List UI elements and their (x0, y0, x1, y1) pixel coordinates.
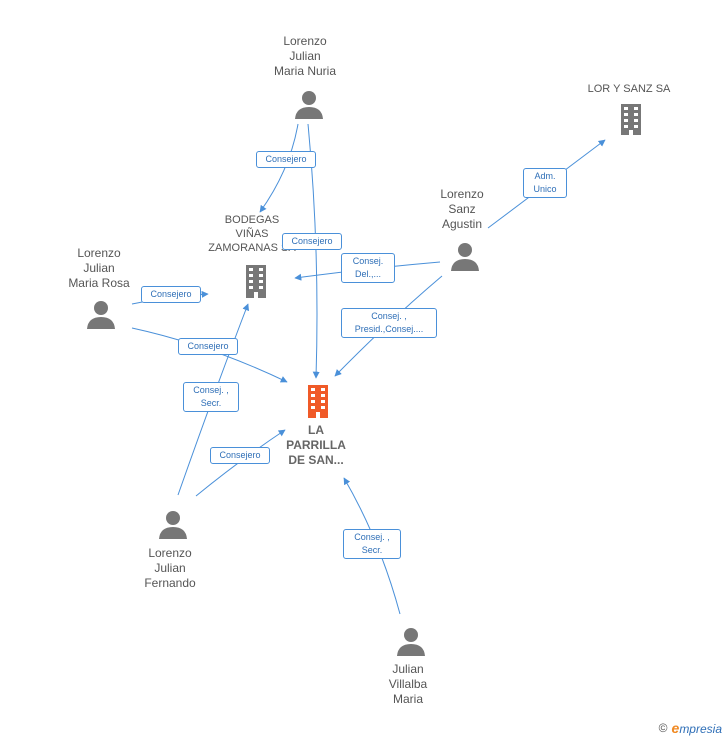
person-icon[interactable] (86, 300, 116, 330)
edge-label-line: Adm. (534, 171, 556, 181)
edge-rosa-parrilla (131, 327, 288, 383)
edge-label-rosa-parrilla[interactable]: Consejero (178, 338, 238, 355)
node-label-line: Lorenzo (283, 34, 327, 48)
person-icon[interactable] (158, 510, 188, 540)
node-label-line: Julian (154, 561, 186, 575)
edge-label-line: Consej. , (354, 532, 390, 542)
node-label-line: Julian (289, 49, 321, 63)
node-label-line: Lorenzo (440, 187, 484, 201)
edge-label-line: Consej. , (371, 311, 407, 321)
node-label-line: Fernando (144, 576, 196, 590)
edge-label-fernando-bodegas[interactable]: Consej. , Secr. (183, 382, 239, 412)
node-lorenzo-julian-maria-nuria[interactable]: Lorenzo Julian Maria Nuria (255, 34, 355, 79)
brand-name: empresia (672, 720, 722, 736)
node-lorenzo-sanz-agustin[interactable]: Lorenzo Sanz Agustin (412, 187, 512, 232)
node-label-line: Sanz (448, 202, 476, 216)
node-la-parrilla[interactable]: LA PARRILLA DE SAN... (270, 423, 362, 468)
main-company-building-icon[interactable] (302, 384, 334, 418)
edge-label-agustin-lorysanz[interactable]: Adm. Unico (523, 168, 567, 198)
edge-label-line: Consej. (352, 256, 384, 266)
node-label-line: Villalba (388, 677, 428, 691)
brand-name-first: e (671, 720, 680, 736)
person-icon[interactable] (450, 242, 480, 272)
node-label-line: VIÑAS (235, 228, 269, 240)
building-icon[interactable] (240, 264, 272, 298)
node-label-line: DE SAN... (288, 453, 344, 467)
edge-label-agustin-parrilla[interactable]: Consej. , Presid.,Consej.... (341, 308, 437, 338)
node-label-line: Maria (392, 692, 423, 706)
node-label-line: ZAMORANAS SA (208, 242, 296, 254)
brand-name-rest: mpresia (679, 722, 722, 736)
building-icon[interactable] (615, 103, 647, 135)
node-lor-y-sanz-sa[interactable]: LOR Y SANZ SA (570, 82, 688, 96)
node-label-line: BODEGAS (224, 214, 280, 226)
edge-label-line: Consej. , (193, 385, 229, 395)
edge-label-fernando-parrilla[interactable]: Consejero (210, 447, 270, 464)
node-label-line: Maria Nuria (273, 64, 336, 78)
node-bodegas[interactable]: BODEGAS VIÑAS ZAMORANAS SA (200, 213, 304, 255)
edge-label-line: Secr. (361, 545, 383, 555)
node-label-line: LA (308, 423, 324, 437)
edge-label-line: Del.,... (354, 269, 381, 279)
edge-label-line: Presid.,Consej.... (354, 324, 424, 334)
node-label-line: Julian (83, 261, 115, 275)
node-julian-villalba-maria[interactable]: Julian Villalba Maria (358, 662, 458, 707)
node-label-line: PARRILLA (286, 438, 346, 452)
copyright-icon: © (658, 721, 668, 735)
edge-label-villalba-parrilla[interactable]: Consej. , Secr. (343, 529, 401, 559)
person-icon[interactable] (396, 627, 426, 657)
node-lorenzo-julian-fernando[interactable]: Lorenzo Julian Fernando (120, 546, 220, 591)
node-lorenzo-julian-maria-rosa[interactable]: Lorenzo Julian Maria Rosa (49, 246, 149, 291)
node-label-line: LOR Y SANZ SA (587, 83, 671, 95)
node-label-line: Lorenzo (148, 546, 192, 560)
node-label-line: Agustin (441, 217, 483, 231)
brand-watermark[interactable]: © empresia (659, 720, 722, 736)
node-label-line: Maria Rosa (68, 276, 130, 290)
node-label-line: Julian (392, 662, 424, 676)
edge-label-line: Unico (533, 184, 557, 194)
edge-label-nuria-parrilla[interactable]: Consejero (282, 233, 342, 250)
edge-label-rosa-bodegas[interactable]: Consejero (141, 286, 201, 303)
edge-nuria-bodegas (259, 123, 299, 213)
edge-label-agustin-bodegas[interactable]: Consej. Del.,... (341, 253, 395, 283)
node-label-line: Lorenzo (77, 246, 121, 260)
edge-label-line: Secr. (200, 398, 222, 408)
person-icon[interactable] (294, 90, 324, 120)
edge-label-nuria-bodegas[interactable]: Consejero (256, 151, 316, 168)
